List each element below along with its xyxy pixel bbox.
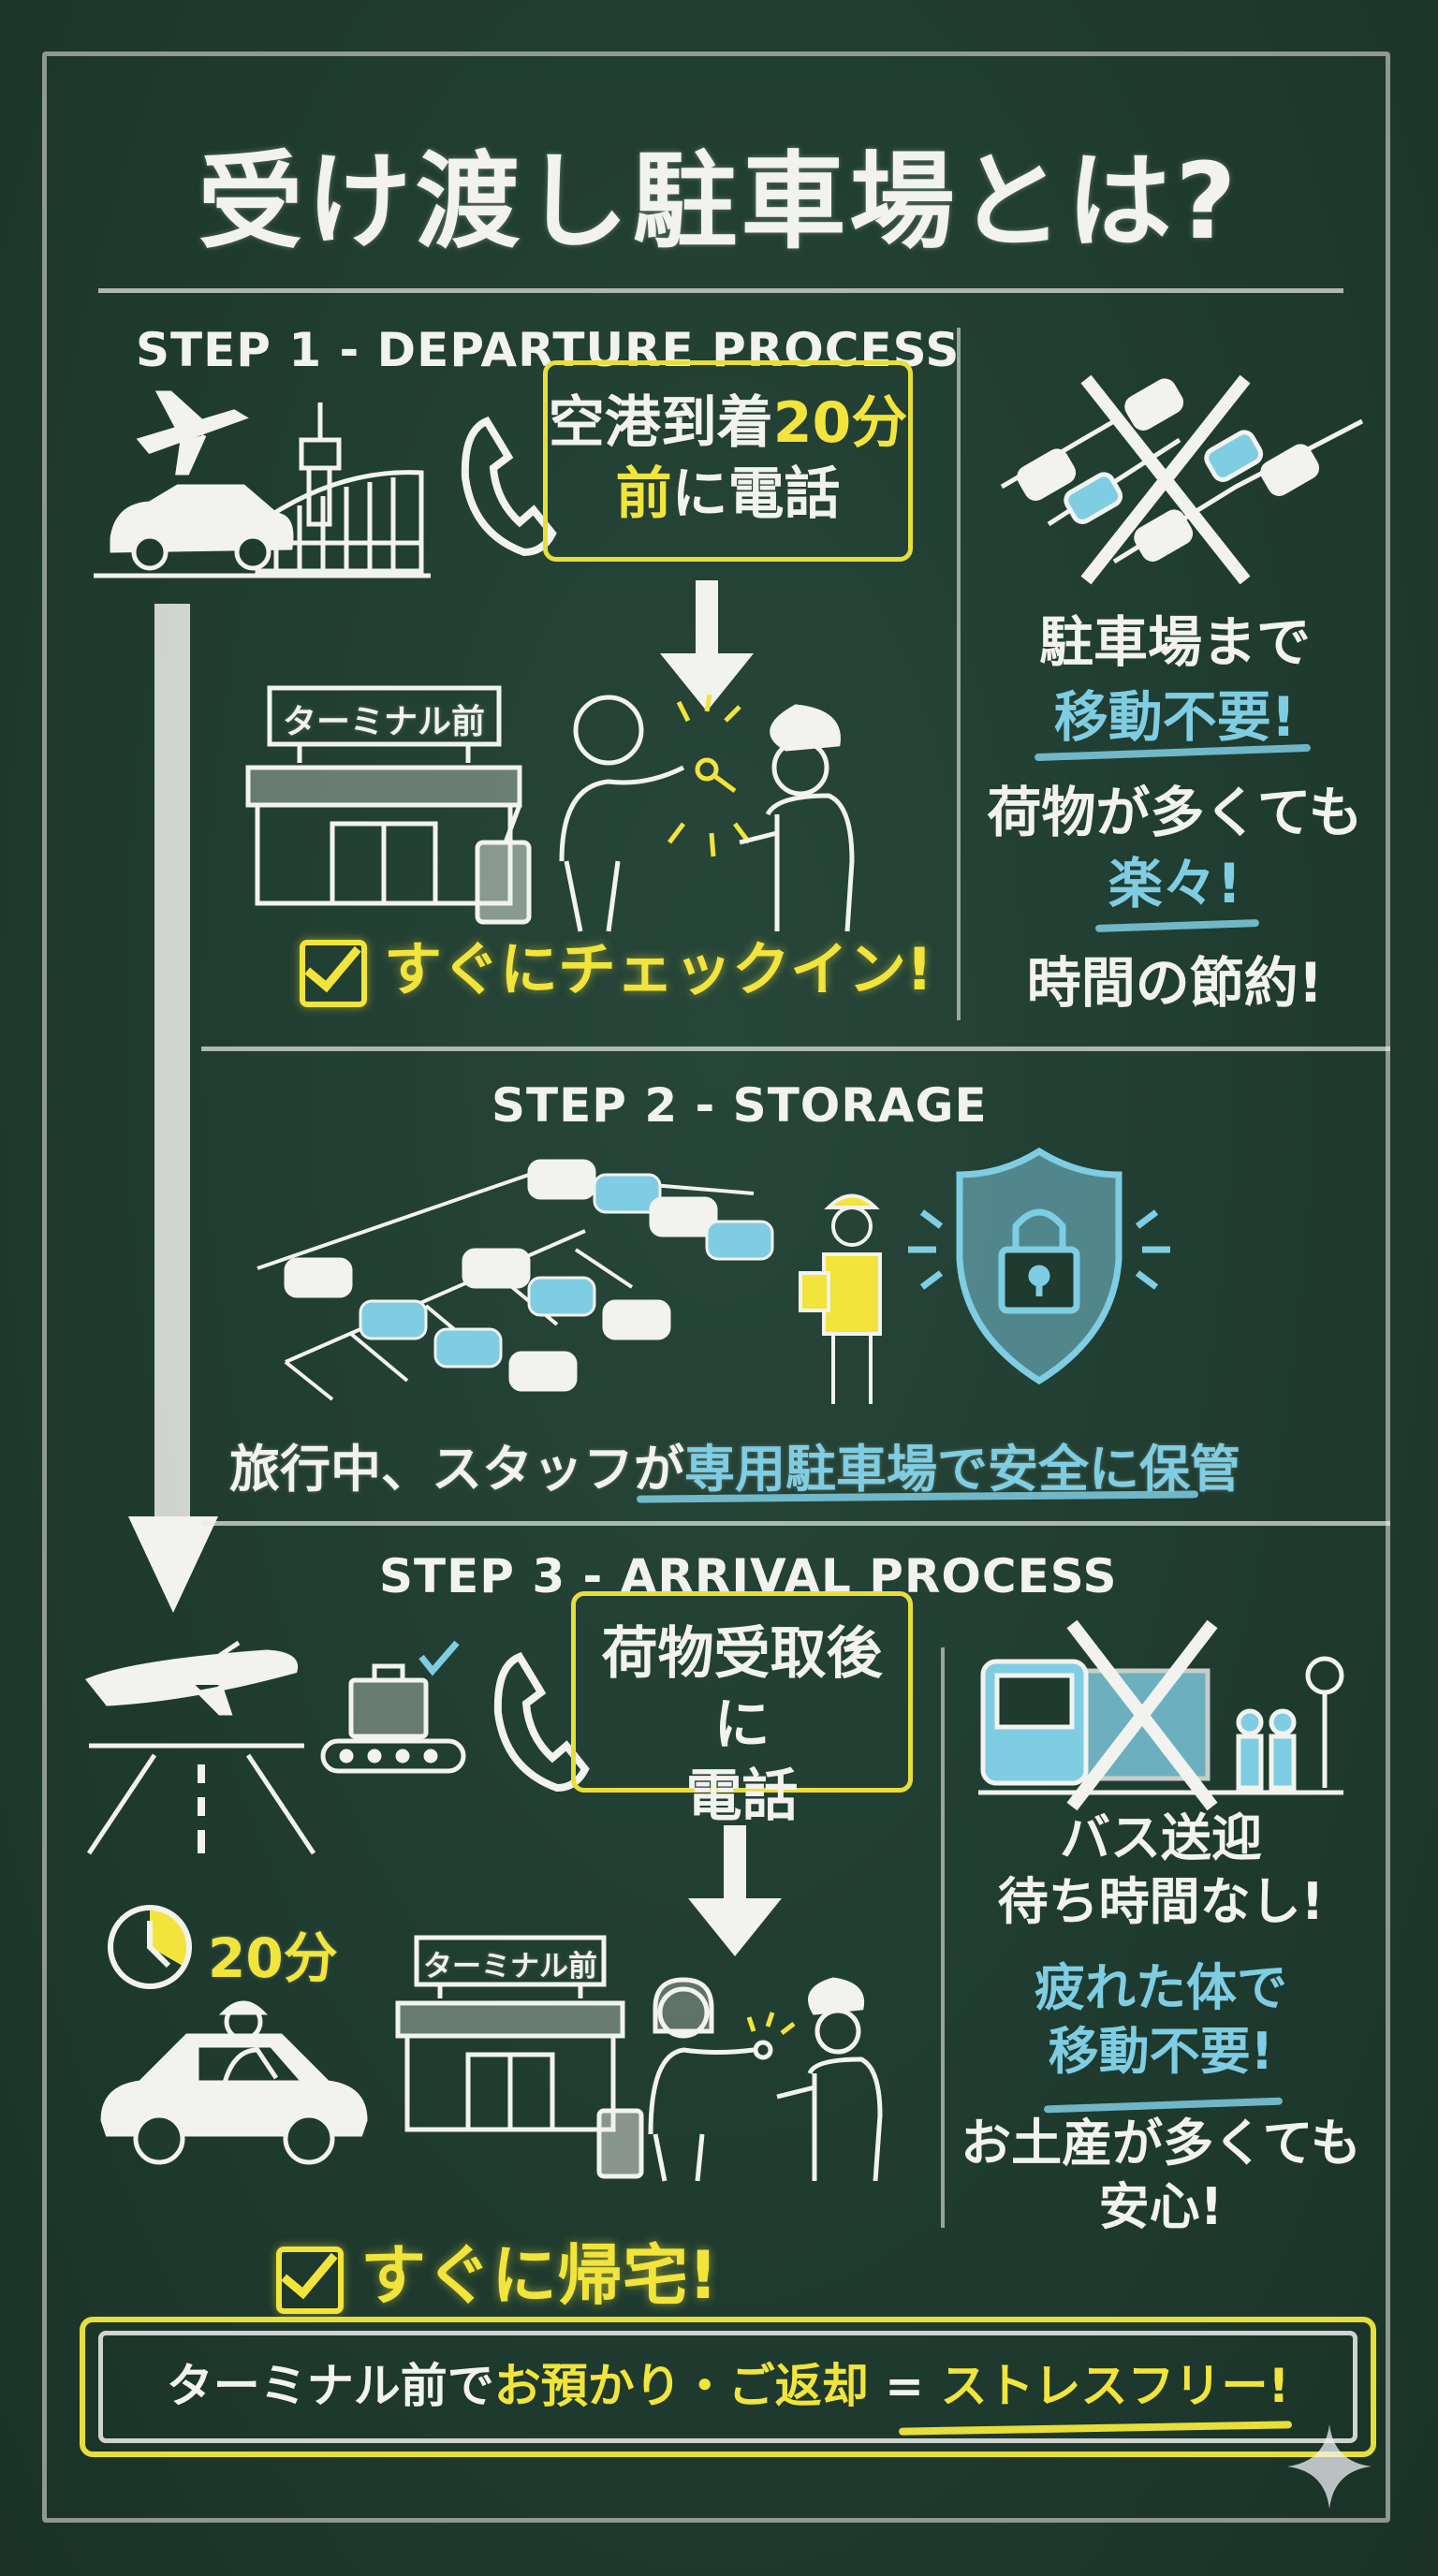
baggage-claim-icon	[320, 1640, 466, 1774]
no-shuttle-bus-icon	[978, 1619, 1344, 1811]
down-arrow-icon	[660, 580, 754, 711]
caption-text: 旅行中、スタッフが	[229, 1440, 684, 1499]
phone-icon	[461, 417, 557, 557]
parking-lot-illustration	[257, 1159, 774, 1401]
phone-icon	[493, 1652, 590, 1793]
checkbox-icon	[276, 2246, 344, 2314]
divider	[98, 288, 1343, 293]
staff-clipboard-illustration	[799, 1193, 882, 1404]
terminal-building-icon	[395, 1935, 625, 2132]
terminal-sign: ターミナル前	[423, 1950, 597, 1983]
page-title: 受け渡し駐車場とは?	[198, 141, 1240, 263]
call-text: に電話	[671, 461, 841, 527]
benefit-text: お土産が多くても	[961, 2114, 1361, 2173]
divider	[201, 1521, 1390, 1526]
down-arrow-icon	[688, 1825, 782, 1956]
benefit-text: バス送迎	[1060, 1808, 1262, 1867]
column-divider	[941, 1647, 945, 2228]
column-divider	[957, 328, 961, 1020]
benefit-text: 時間の節約!	[1026, 951, 1324, 1015]
checkin-check: すぐにチェックイン!	[300, 922, 932, 1007]
key-handover-illustration	[475, 694, 855, 932]
checkbox-icon	[300, 939, 367, 1007]
go-home-text: すぐに帰宅!	[360, 2237, 718, 2314]
benefits-step1: 駐車場まで 移動不要! 荷物が多くても 楽々! 時間の節約!	[964, 608, 1386, 1017]
call-text-highlight: 前	[615, 461, 672, 527]
call-text: 荷物受取後に	[601, 1621, 883, 1758]
checkin-text: すぐにチェックイン!	[384, 935, 933, 1003]
benefits-step3: バス送迎 待ち時間なし! 疲れた体で 移動不要! お土産が多くても 安心!	[946, 1807, 1376, 2239]
sparkle-icon	[1287, 2424, 1372, 2509]
call-instruction-box: 空港到着20分 前に電話	[543, 360, 913, 562]
clock-icon	[108, 1905, 192, 1989]
timer-text: 20分	[208, 1926, 338, 1990]
step2-heading: STEP 2 - STORAGE	[492, 1078, 988, 1133]
key-return-illustration	[596, 1977, 883, 2182]
summary-text: ターミナル前で	[166, 2359, 494, 2413]
benefit-text: 駐車場まで	[1038, 610, 1311, 674]
no-parking-lot-icon	[1000, 374, 1364, 585]
go-home-check: すぐに帰宅!	[276, 2223, 718, 2318]
caption-highlight: 専用駐車場で安全に保管	[684, 1440, 1240, 1499]
airplane-runway-icon	[84, 1640, 316, 1855]
call-instruction-box: 荷物受取後に 電話	[571, 1591, 913, 1829]
call-text: 電話	[685, 1764, 799, 1829]
airport-car-icon	[94, 390, 431, 578]
call-time: 20分	[772, 390, 908, 456]
divider	[201, 1046, 1390, 1051]
benefit-highlight: 移動不要!	[1048, 2022, 1274, 2081]
flow-arrow-icon	[128, 604, 218, 1613]
car-driver-icon	[100, 2000, 368, 2165]
storage-caption: 旅行中、スタッフが専用駐車場で安全に保管	[229, 1427, 1240, 1501]
summary-equals: =	[868, 2359, 941, 2413]
benefit-text: 荷物が多くても	[987, 781, 1363, 844]
chalk-frame	[42, 51, 1390, 2523]
summary-box-outer	[80, 2317, 1376, 2457]
call-text: 空港到着	[548, 390, 773, 456]
benefit-text: 待ち時間なし!	[997, 1872, 1325, 1931]
terminal-sign: ターミナル前	[282, 703, 485, 741]
benefit-highlight: 楽々!	[1108, 852, 1242, 915]
summary-highlight: お預かり・ご返却	[493, 2359, 869, 2413]
benefit-highlight: 移動不要!	[1053, 685, 1297, 749]
summary-highlight: ストレスフリー!	[940, 2359, 1290, 2413]
security-shield-lock-icon	[908, 1147, 1170, 1385]
benefit-text: 安心!	[1098, 2177, 1224, 2236]
summary-banner: ターミナル前でお預かり・ご返却 = ストレスフリー!	[98, 2331, 1357, 2443]
benefit-highlight: 疲れた体で	[1034, 1958, 1287, 2017]
terminal-building-icon	[245, 685, 522, 906]
